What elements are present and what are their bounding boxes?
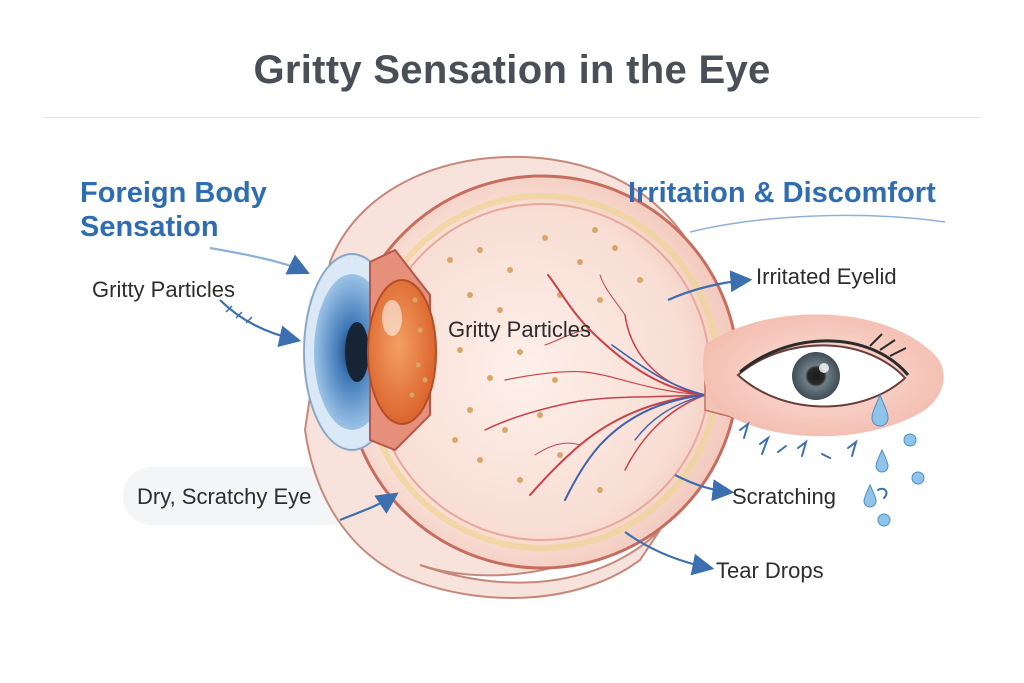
arrow-dry-eye [339, 492, 399, 522]
heading-irritation-discomfort: Irritation & Discomfort [628, 177, 936, 209]
arrow-tear-drops [624, 531, 715, 576]
right-heading-underline [689, 214, 946, 233]
label-scratching: Scratching [732, 484, 836, 509]
eyelashes [739, 339, 910, 376]
gritty-particle-dots [409, 227, 643, 493]
arrow-icon [209, 246, 753, 576]
lens [367, 279, 437, 425]
lens-highlight [382, 300, 402, 336]
label-dry-scratchy-eye: Dry, Scratchy Eye [137, 484, 312, 509]
scratch-tick-marks [225, 305, 253, 324]
label-tear-drops: Tear Drops [716, 558, 824, 583]
label-gritty-particles-inner: Gritty Particles [448, 317, 592, 342]
title-divider [44, 117, 980, 118]
small-iris [792, 352, 840, 400]
arrow-gritty-particles [219, 299, 302, 347]
external-eye-illustration [703, 314, 944, 437]
scratch-mark-icon [739, 421, 888, 499]
label-gritty-particles-outer: Gritty Particles [92, 277, 236, 302]
heading-foreign-body-line2: Sensation [80, 211, 219, 243]
small-iris-highlight [819, 363, 829, 373]
arrow-scratching [674, 474, 735, 502]
pupil [345, 322, 369, 382]
diagram-title: Gritty Sensation in the Eye [253, 48, 771, 92]
tear-drop-icon [863, 393, 925, 527]
label-irritated-eyelid: Irritated Eyelid [756, 264, 897, 289]
arrow-foreign-body [209, 246, 310, 275]
blood-vessel-network [484, 274, 706, 501]
heading-foreign-body-line1: Foreign Body [80, 177, 267, 209]
arrow-irritated-eyelid [667, 270, 753, 302]
